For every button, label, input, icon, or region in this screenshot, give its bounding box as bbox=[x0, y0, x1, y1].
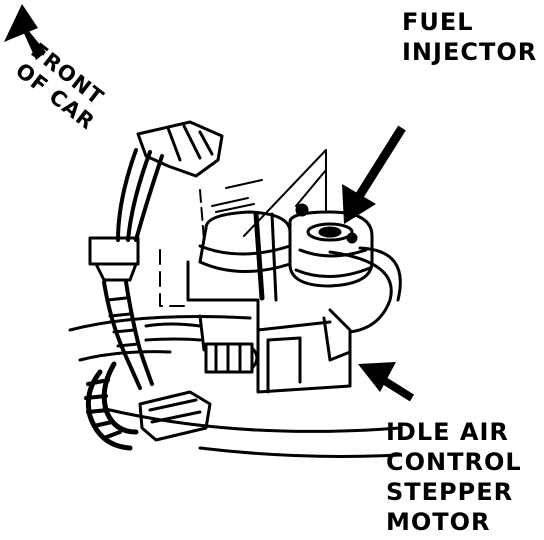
idle-air-control-label: IDLE AIR CONTROL STEPPER MOTOR bbox=[386, 420, 522, 540]
injector-arrow-icon bbox=[342, 125, 406, 224]
iac-label-line4: MOTOR bbox=[386, 508, 491, 536]
iac-label-line1: IDLE AIR bbox=[386, 418, 509, 446]
injector-label-line2: INJECTOR bbox=[402, 38, 538, 66]
iac-label-line2: CONTROL bbox=[386, 448, 522, 476]
engine-line-art bbox=[68, 120, 402, 458]
fuel-injector-label: FUEL INJECTOR bbox=[402, 10, 537, 70]
front-arrow-icon bbox=[4, 4, 46, 60]
iac-label-line3: STEPPER bbox=[386, 478, 514, 506]
iac-arrow-icon bbox=[358, 362, 415, 402]
injector-label-line1: FUEL bbox=[402, 8, 474, 36]
